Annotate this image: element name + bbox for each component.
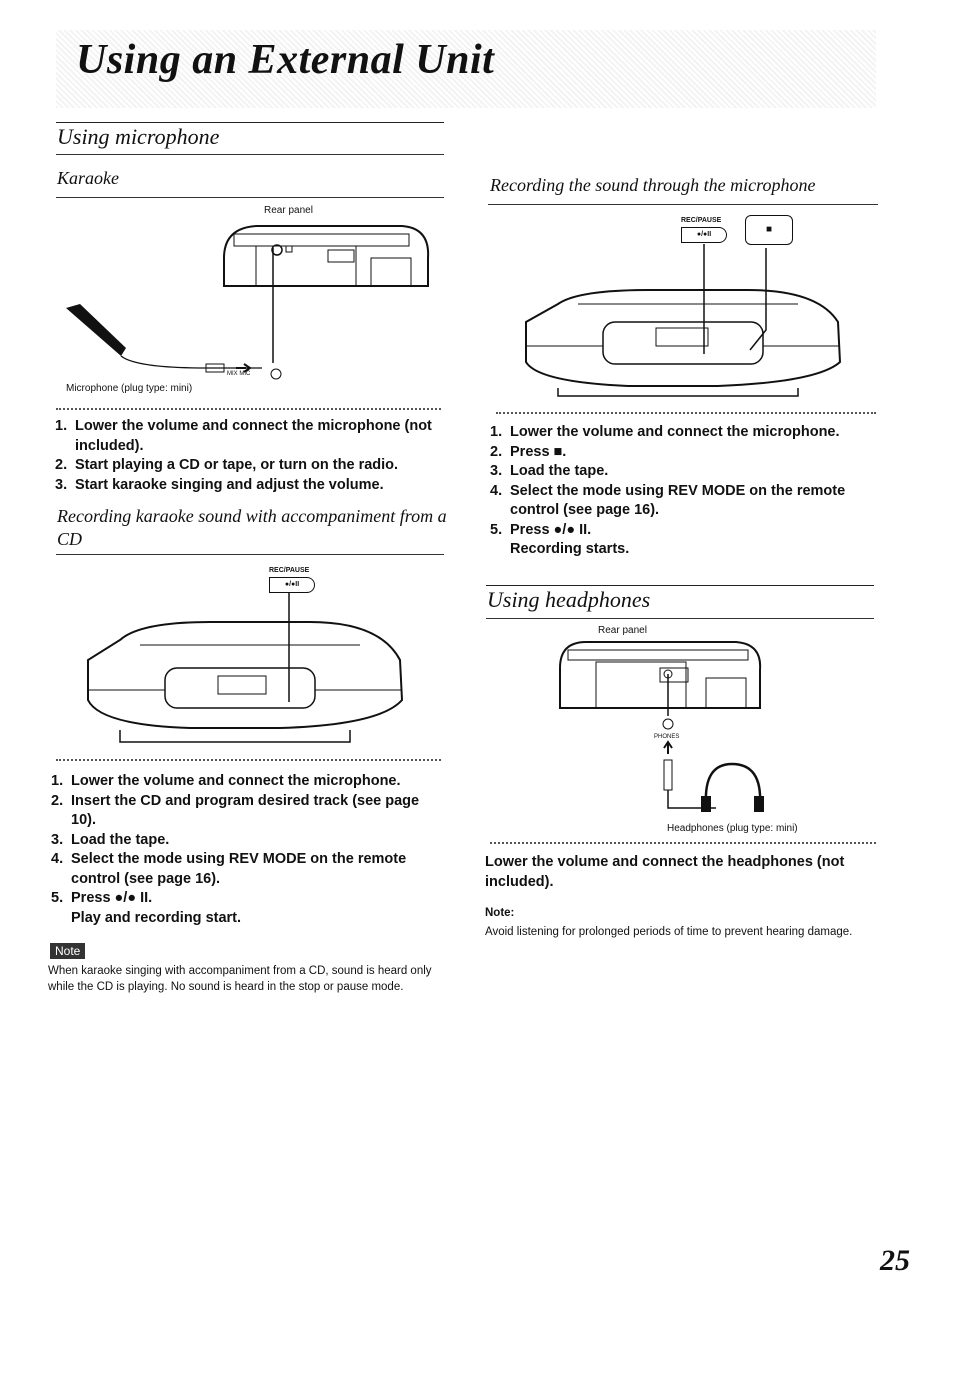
dotted-divider: [496, 412, 876, 414]
stop-button-icon: ■: [745, 215, 793, 245]
list-item: 3.Load the tape.: [490, 463, 609, 479]
page-title: Using an External Unit: [76, 37, 495, 83]
microphone-caption: Microphone (plug type: mini): [66, 383, 193, 394]
list-item: 2.Start playing a CD or tape, or turn on…: [55, 457, 399, 473]
karaoke-rear-panel-diagram: [66, 225, 430, 380]
list-item: 3.Load the tape.: [51, 831, 170, 848]
section-rule-top: [56, 122, 444, 123]
list-item: 2.Press ■.: [490, 443, 567, 460]
dotted-divider: [490, 842, 876, 844]
list-item: 1.Lower the volume and connect the micro…: [490, 424, 840, 440]
title-band: [56, 30, 876, 108]
cd-note-text: When karaoke singing with accompaniment …: [48, 965, 432, 993]
recording-mic-steps: 1.Lower the volume and connect the micro…: [490, 423, 880, 560]
recording-cd-steps: 1.Lower the volume and connect the micro…: [51, 772, 445, 928]
phones-jack-label: PHONES: [654, 734, 680, 740]
rec-pause-button-icon: ●/●II: [681, 227, 727, 243]
note-badge: Note: [50, 942, 86, 960]
list-item: 5.Press ●/● II.Play and recording start.: [51, 890, 242, 926]
rear-panel-label: Rear panel: [598, 625, 647, 636]
subheading-karaoke: Karaoke: [57, 168, 119, 188]
headphones-caption: Headphones (plug type: mini): [667, 823, 798, 834]
subheading-rule: [56, 554, 444, 555]
list-item: 5.Press ●/● II.Recording starts.: [490, 521, 630, 558]
rec-pause-label: REC/PAUSE: [681, 217, 722, 224]
mix-mic-jack-label: MIX MIC: [227, 371, 251, 377]
list-item: 4.Select the mode using REV MODE on the …: [490, 482, 846, 519]
rec-pause-label: REC/PAUSE: [269, 567, 310, 574]
subheading-rule: [488, 204, 878, 205]
section-heading-headphones: Using headphones: [487, 587, 651, 612]
dotted-divider: [56, 759, 441, 761]
headphones-instruction: Lower the volume and connect the headpho…: [485, 854, 845, 890]
page-number: 25: [880, 1244, 910, 1277]
section-rule-bottom: [486, 618, 874, 619]
note-label: Note:: [485, 907, 515, 919]
karaoke-steps: 1.Lower the volume and connect the micro…: [55, 417, 445, 495]
subheading-recording-mic: Recording the sound through the micropho…: [490, 175, 816, 195]
rear-panel-label: Rear panel: [264, 205, 313, 216]
list-item: 4.Select the mode using REV MODE on the …: [51, 851, 407, 887]
headphones-note-text: Avoid listening for prolonged periods of…: [485, 926, 853, 938]
list-item: 2.Insert the CD and program desired trac…: [51, 792, 420, 829]
cd-recording-diagram: [87, 592, 404, 743]
section-heading-microphone: Using microphone: [57, 124, 220, 149]
section-rule-bottom: [56, 154, 444, 155]
subheading-rule: [56, 197, 444, 198]
subheading-recording-cd: Recording karaoke sound with accompanime…: [57, 506, 447, 549]
list-item: 1.Lower the volume and connect the micro…: [51, 773, 401, 789]
rec-pause-button-icon: ●/●II: [269, 577, 315, 593]
dotted-divider: [56, 408, 441, 410]
section-rule-top: [486, 585, 874, 586]
list-item: 1.Lower the volume and connect the micro…: [55, 418, 432, 454]
headphones-rear-panel-diagram: [559, 641, 764, 812]
list-item: 3.Start karaoke singing and adjust the v…: [55, 476, 384, 493]
mic-recording-diagram: [525, 244, 842, 397]
